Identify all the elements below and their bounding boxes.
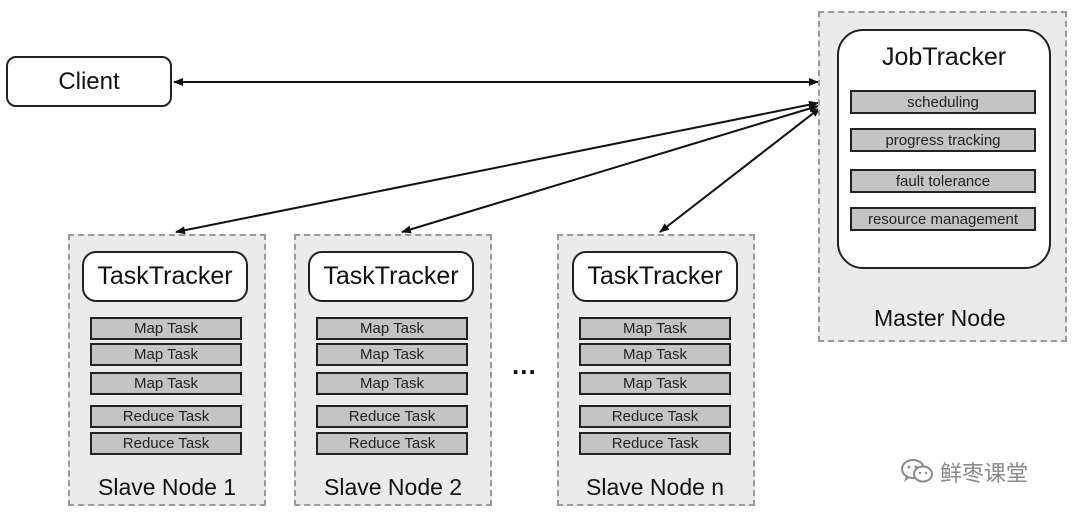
jobtracker-function-scheduling: scheduling [850, 90, 1036, 114]
arrow-slaven-master [659, 107, 821, 233]
slave-1-task-5: Reduce Task [90, 432, 242, 455]
slave-2-node-label: Slave Node 2 [324, 474, 463, 500]
client-box: Client [6, 56, 172, 107]
slave-n-tasktracker: TaskTracker [572, 251, 738, 302]
jobtracker-title: JobTracker [881, 43, 1007, 71]
slave-n-task-3: Map Task [579, 372, 731, 395]
slave-n-task-2: Map Task [579, 343, 731, 366]
slave-n-task-4: Reduce Task [579, 405, 731, 428]
slave-2-task-4: Reduce Task [316, 405, 468, 428]
slave-1-tasktracker: TaskTracker [82, 251, 248, 302]
slave-n-task-5: Reduce Task [579, 432, 731, 455]
jobtracker-function-fault-tolerance: fault tolerance [850, 169, 1036, 193]
arrow-slave1-master [175, 100, 819, 235]
slave-1-task-2: Map Task [90, 343, 242, 366]
slave-1-task-3: Map Task [90, 372, 242, 395]
arrow-slave2-master [401, 104, 819, 234]
jobtracker-function-progress-tracking: progress tracking [850, 128, 1036, 152]
slave-2-task-1: Map Task [316, 317, 468, 340]
slave-2-tasktracker: TaskTracker [308, 251, 474, 302]
slave-1-task-4: Reduce Task [90, 405, 242, 428]
watermark-text: 鲜枣课堂 [940, 461, 1029, 486]
watermark: 鲜枣课堂 [900, 456, 1028, 488]
slave-1-node-label: Slave Node 1 [98, 474, 237, 500]
slave-2-task-2: Map Task [316, 343, 468, 366]
more-nodes-ellipsis: ... [512, 350, 537, 380]
slave-n-node-label: Slave Node n [586, 474, 725, 500]
slave-1-task-1: Map Task [90, 317, 242, 340]
wechat-icon [901, 459, 933, 483]
jobtracker-function-resource-management: resource management [850, 207, 1036, 231]
master-node-label: Master Node [874, 305, 1006, 331]
slave-2-task-5: Reduce Task [316, 432, 468, 455]
slave-n-task-1: Map Task [579, 317, 731, 340]
slave-2-task-3: Map Task [316, 372, 468, 395]
